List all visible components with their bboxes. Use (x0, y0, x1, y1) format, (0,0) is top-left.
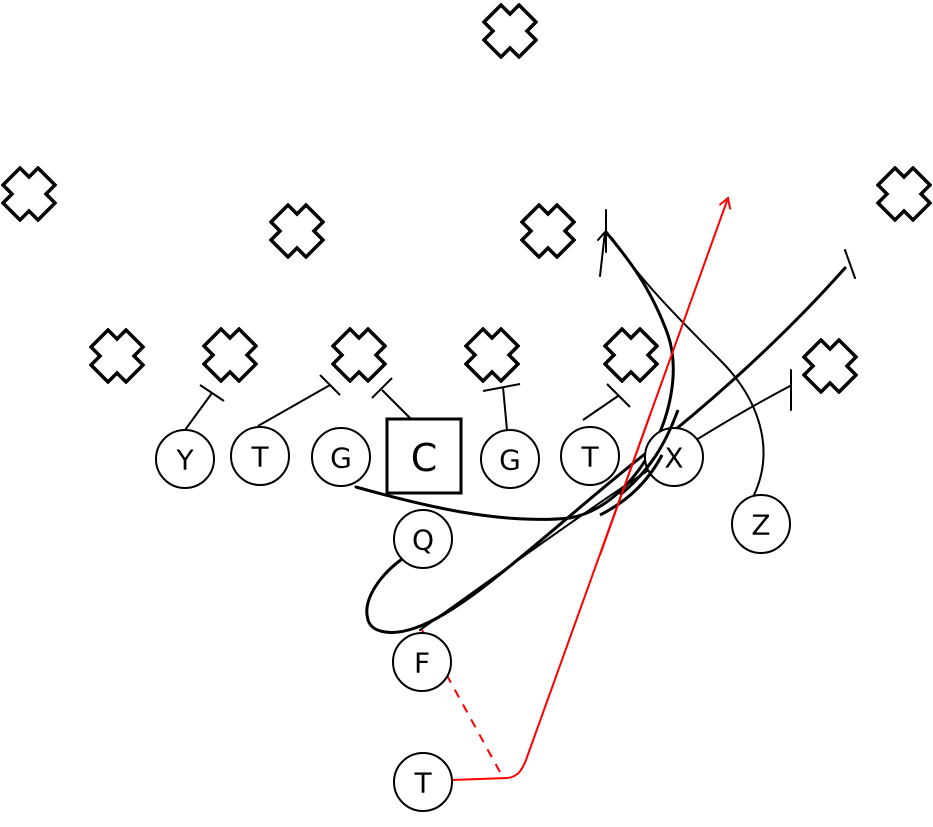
blocking-lines (184, 374, 631, 431)
routes (354, 209, 856, 634)
player-left-guard-label: G (330, 442, 352, 475)
defender-line-4 (464, 327, 520, 383)
block-rg-stop (482, 383, 521, 392)
player-right-tackle: T (560, 426, 620, 486)
route-lg-pull (354, 230, 675, 521)
route-lg-pull-stop (597, 231, 606, 277)
player-f-label: F (414, 647, 430, 680)
route-z (611, 237, 765, 496)
defense (1, 3, 932, 394)
player-left-guard: G (311, 427, 371, 487)
route-overlay-x-2 (599, 454, 664, 517)
block-y-stop (199, 384, 225, 402)
route-q-fake-stop (844, 249, 856, 279)
player-right-tackle-label: T (580, 441, 599, 474)
player-left-tackle-label: T (250, 441, 269, 474)
route-f-path (419, 385, 791, 631)
player-x: X (644, 427, 704, 487)
block-lt-stop (319, 374, 341, 396)
player-left-tackle: T (230, 426, 290, 486)
player-f: F (392, 632, 452, 692)
player-y: Y (155, 429, 215, 489)
offense: Y T G C G T X Z (155, 417, 791, 812)
defender-left-linebacker (269, 203, 325, 259)
player-tailback: T (393, 752, 453, 812)
red-route (421, 198, 728, 781)
routes-overlay (599, 409, 680, 517)
player-center-label: C (411, 436, 438, 480)
player-center: C (385, 417, 463, 495)
player-q: Q (393, 509, 453, 569)
defender-deep-safety (482, 3, 538, 59)
block-lg-stop (371, 377, 393, 399)
block-y (184, 392, 213, 431)
route-tb-overlay (599, 414, 651, 556)
block-rt-stop (606, 383, 631, 408)
route-tb (451, 198, 728, 781)
defender-line-1 (89, 328, 145, 384)
player-right-guard-label: G (499, 444, 521, 477)
block-rt (582, 395, 619, 421)
player-right-guard: G (480, 429, 540, 489)
player-z: Z (731, 494, 791, 554)
defender-right-linebacker (520, 203, 576, 259)
player-q-label: Q (412, 524, 434, 557)
route-overlay-x (619, 409, 680, 497)
defender-line-2 (202, 327, 258, 383)
block-lt (257, 384, 331, 427)
player-z-label: Z (751, 509, 770, 542)
block-lg (381, 389, 413, 421)
player-y-label: Y (175, 444, 194, 477)
player-x-label: X (664, 442, 683, 475)
block-rg (502, 386, 508, 431)
player-tailback-label: T (413, 767, 432, 800)
defender-line-6 (802, 338, 858, 394)
defender-line-3 (331, 327, 387, 383)
defender-right-corner (876, 166, 932, 222)
defender-line-5 (603, 327, 659, 383)
defender-left-corner (1, 166, 57, 222)
